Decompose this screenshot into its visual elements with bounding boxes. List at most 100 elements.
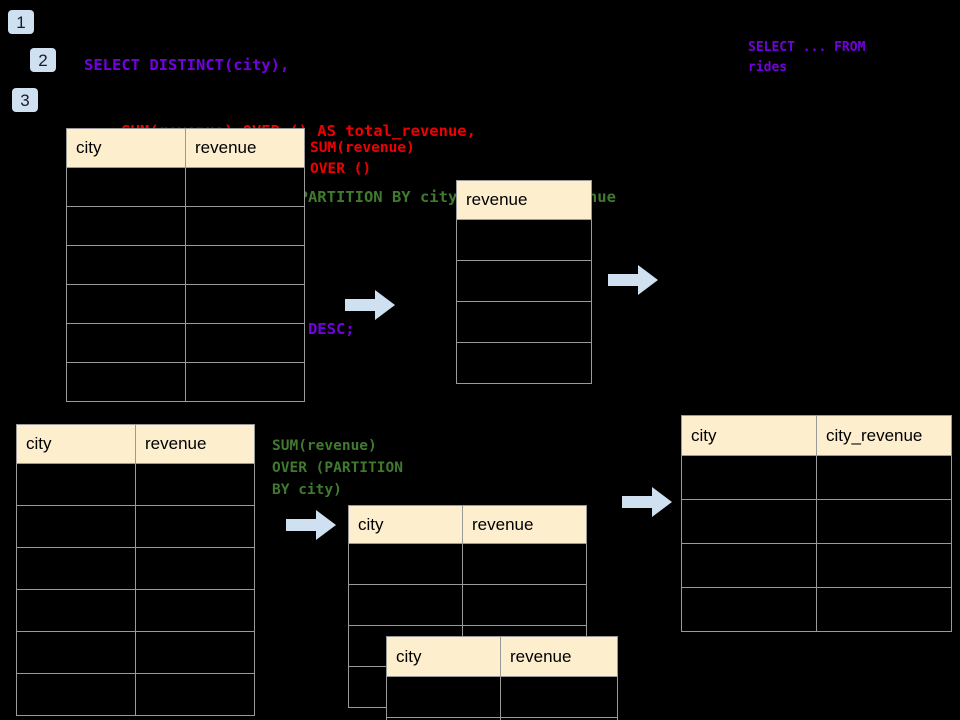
arrow-total-to-right bbox=[608, 265, 658, 295]
result-city-revenue-table: city city_revenue bbox=[681, 415, 952, 632]
cell-city bbox=[681, 455, 817, 500]
cell-revenue bbox=[135, 631, 255, 674]
annotation-select-from-rides: SELECT ... FROM rides bbox=[748, 40, 866, 75]
table-header-row: city revenue bbox=[386, 636, 618, 677]
cell-revenue bbox=[135, 505, 255, 548]
cell-revenue bbox=[456, 260, 592, 302]
table-row bbox=[456, 301, 592, 343]
cell-city bbox=[681, 499, 817, 544]
cell-city bbox=[681, 587, 817, 632]
table-row bbox=[66, 206, 305, 246]
cell-revenue bbox=[185, 284, 305, 324]
arrow-partition-to-result bbox=[622, 487, 672, 517]
column-header-revenue: revenue bbox=[500, 636, 618, 677]
cell-city bbox=[681, 543, 817, 588]
cell-revenue bbox=[456, 219, 592, 261]
table-row bbox=[16, 547, 255, 590]
table-row bbox=[348, 584, 587, 626]
cell-revenue bbox=[135, 673, 255, 716]
cell-city bbox=[16, 673, 136, 716]
column-header-revenue: revenue bbox=[456, 180, 592, 220]
column-header-revenue: revenue bbox=[185, 128, 305, 168]
table-row bbox=[681, 543, 952, 588]
table-row bbox=[66, 284, 305, 324]
table-row bbox=[66, 167, 305, 207]
step-badge-2-label: 2 bbox=[38, 50, 48, 70]
cell-revenue bbox=[500, 676, 618, 718]
column-header-revenue: revenue bbox=[135, 424, 255, 464]
step-badge-3-label: 3 bbox=[20, 90, 30, 110]
partition-group-table-back: city revenue bbox=[348, 505, 587, 708]
cell-city-revenue bbox=[816, 499, 952, 544]
cell-city bbox=[16, 589, 136, 632]
cell-revenue bbox=[135, 463, 255, 506]
cell-revenue bbox=[185, 362, 305, 402]
cell-revenue bbox=[462, 543, 587, 585]
source-rides-table: city revenue bbox=[66, 128, 305, 402]
cell-revenue bbox=[456, 342, 592, 384]
cell-city bbox=[16, 463, 136, 506]
table-row bbox=[681, 499, 952, 544]
total-revenue-table: revenue bbox=[456, 180, 592, 384]
cell-revenue bbox=[456, 301, 592, 343]
step-badge-1: 1 bbox=[8, 10, 34, 34]
cell-revenue bbox=[185, 323, 305, 363]
annotation-sum-over-empty: SUM(revenue) OVER () bbox=[310, 140, 415, 177]
cell-revenue bbox=[185, 245, 305, 285]
cell-city bbox=[348, 543, 463, 585]
table-row bbox=[456, 219, 592, 261]
column-header-city: city bbox=[348, 505, 463, 544]
cell-city-revenue bbox=[816, 455, 952, 500]
table-row bbox=[456, 342, 592, 384]
step-badge-1-label: 1 bbox=[16, 12, 26, 32]
table-row bbox=[66, 362, 305, 402]
column-header-city-revenue: city_revenue bbox=[816, 415, 952, 456]
column-header-city: city bbox=[16, 424, 136, 464]
source-rides-table-bottom: city revenue bbox=[16, 424, 255, 716]
column-header-revenue: revenue bbox=[462, 505, 587, 544]
cell-city bbox=[66, 362, 186, 402]
arrow-source-to-partition bbox=[286, 510, 336, 540]
table-header-row: city city_revenue bbox=[681, 415, 952, 456]
column-header-city: city bbox=[681, 415, 817, 456]
cell-revenue bbox=[500, 717, 618, 720]
table-header-row: city revenue bbox=[348, 505, 587, 544]
cell-revenue bbox=[462, 584, 587, 626]
cell-city-revenue bbox=[816, 587, 952, 632]
table-row bbox=[16, 631, 255, 674]
cell-revenue bbox=[185, 167, 305, 207]
cell-city-revenue bbox=[816, 543, 952, 588]
table-row bbox=[456, 260, 592, 302]
cell-revenue bbox=[135, 589, 255, 632]
partition-group-table-front: city revenue bbox=[386, 636, 618, 720]
table-header-row: city revenue bbox=[66, 128, 305, 168]
column-header-city: city bbox=[66, 128, 186, 168]
cell-city bbox=[16, 631, 136, 674]
table-row bbox=[16, 589, 255, 632]
table-row bbox=[66, 323, 305, 363]
table-row bbox=[681, 587, 952, 632]
cell-city bbox=[66, 245, 186, 285]
table-row bbox=[66, 245, 305, 285]
cell-city bbox=[66, 206, 186, 246]
table-row bbox=[16, 673, 255, 716]
arrow-source-to-total bbox=[345, 290, 395, 320]
table-header-row: city revenue bbox=[16, 424, 255, 464]
sql-line-1: SELECT DISTINCT(city), bbox=[84, 56, 290, 74]
annotation-sum-over-partition: SUM(revenue) OVER (PARTITION BY city) bbox=[272, 438, 403, 498]
table-row bbox=[386, 676, 618, 718]
cell-city bbox=[386, 676, 501, 718]
table-row bbox=[16, 463, 255, 506]
table-row bbox=[681, 455, 952, 500]
column-header-city: city bbox=[386, 636, 501, 677]
cell-city bbox=[16, 505, 136, 548]
cell-revenue bbox=[185, 206, 305, 246]
cell-city bbox=[348, 584, 463, 626]
step-badge-3: 3 bbox=[12, 88, 38, 112]
cell-city bbox=[66, 167, 186, 207]
table-row bbox=[16, 505, 255, 548]
cell-revenue bbox=[135, 547, 255, 590]
cell-city bbox=[66, 323, 186, 363]
table-row bbox=[386, 717, 618, 720]
